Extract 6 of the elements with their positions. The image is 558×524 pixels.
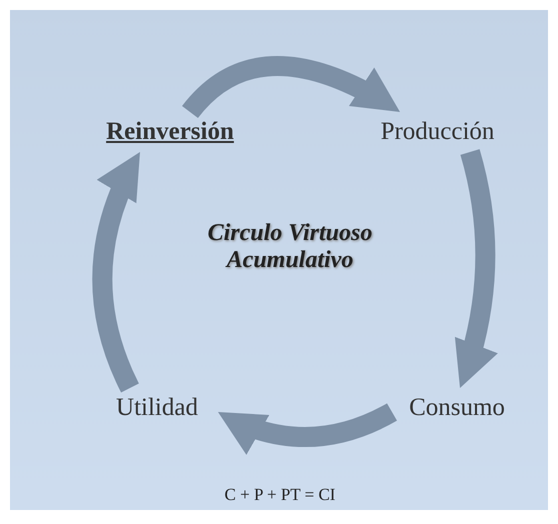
step-label: Producción	[365, 112, 510, 152]
step-label: Utilidad	[96, 388, 218, 428]
formula-text: C + P + PT = CI	[224, 485, 336, 505]
center-title: Circulo Virtuoso Acumulativo	[206, 220, 374, 274]
step-label: Reinversión	[100, 112, 240, 152]
step-label: Consumo	[392, 388, 522, 428]
